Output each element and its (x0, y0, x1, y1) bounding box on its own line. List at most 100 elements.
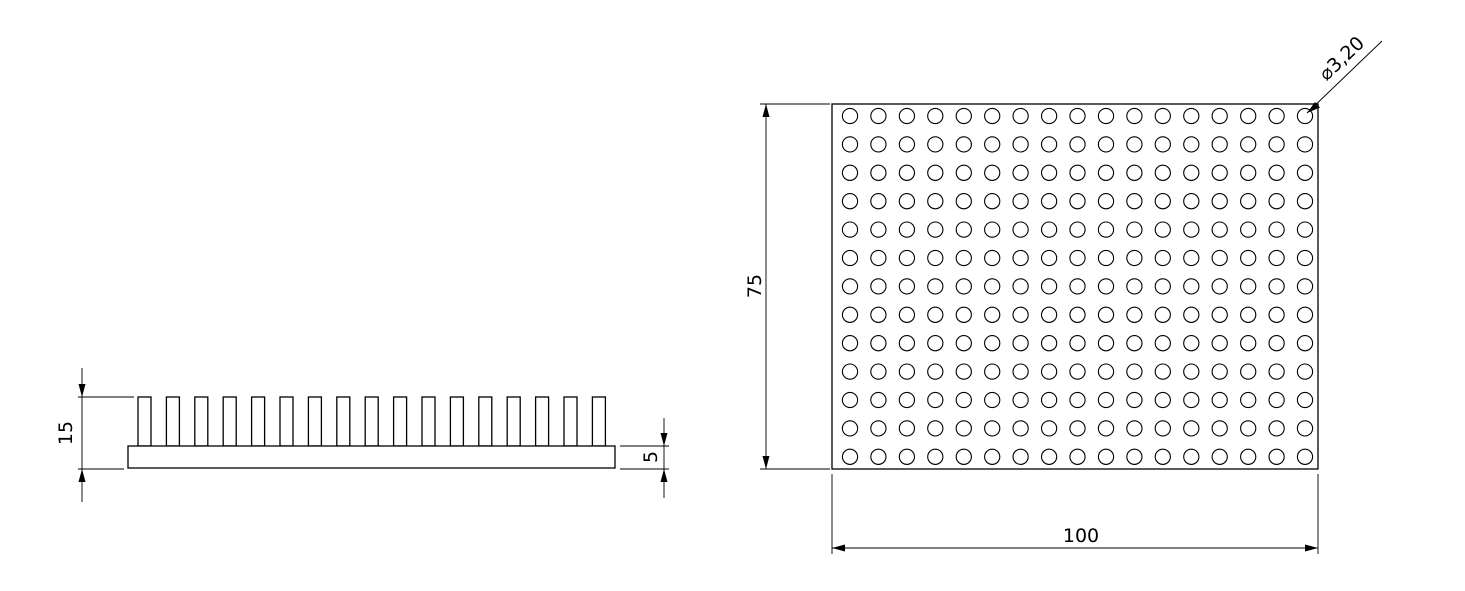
hole (870, 249, 887, 267)
hole (1040, 391, 1058, 409)
hole (841, 221, 859, 238)
hole (1296, 249, 1314, 267)
hole (1240, 164, 1257, 181)
hole (1296, 448, 1314, 465)
pin-fin (591, 396, 607, 447)
hole (1240, 193, 1257, 210)
hole (1069, 278, 1086, 295)
dimension-text-15: 15 (55, 421, 77, 445)
hole (870, 448, 887, 465)
hole (1040, 420, 1058, 437)
hole (984, 278, 1001, 295)
hole (1040, 363, 1058, 380)
hole (1097, 278, 1115, 295)
hole (1183, 335, 1200, 352)
hole (1126, 193, 1143, 210)
pin-fin (279, 396, 294, 447)
hole (1012, 420, 1029, 437)
hole (1069, 391, 1086, 409)
hole (984, 363, 1001, 380)
hole (955, 249, 972, 267)
hole (1069, 335, 1086, 352)
hole (1069, 193, 1086, 210)
hole (984, 335, 1001, 352)
hole (1154, 363, 1171, 380)
hole (1268, 164, 1285, 181)
hole (841, 391, 859, 409)
hole (1183, 363, 1200, 380)
hole (1097, 249, 1115, 267)
hole (1012, 221, 1029, 238)
hole (1154, 420, 1171, 437)
hole (1126, 107, 1143, 125)
hole (927, 363, 944, 380)
hole (898, 306, 916, 323)
hole (1183, 164, 1200, 181)
hole (1069, 420, 1086, 437)
hole (1126, 363, 1143, 380)
hole (841, 136, 859, 153)
hole (1268, 363, 1285, 380)
hole (1183, 278, 1200, 295)
hole (1183, 249, 1200, 267)
hole (1154, 249, 1171, 267)
hole (927, 249, 944, 267)
hole (1268, 278, 1285, 295)
hole (1296, 420, 1314, 437)
pin-fin (506, 396, 521, 447)
hole (1040, 107, 1058, 125)
pin-fins (137, 396, 607, 447)
hole (898, 249, 916, 267)
pin-fin (449, 396, 465, 447)
hole (870, 420, 887, 437)
hole (1069, 249, 1086, 267)
hole (1154, 306, 1171, 323)
hole (1097, 391, 1115, 409)
hole (1183, 448, 1200, 465)
hole (1240, 306, 1257, 323)
hole (955, 391, 972, 409)
pin-fin (165, 396, 181, 447)
pin-fin (478, 396, 493, 447)
pin-fin (307, 396, 323, 447)
hole (1126, 391, 1143, 409)
hole (1240, 249, 1257, 267)
hole (955, 420, 972, 437)
hole (1097, 420, 1115, 437)
hole (1268, 420, 1285, 437)
dimension-text-diameter: ⌀3,20 (1315, 32, 1369, 85)
hole (1097, 448, 1115, 465)
hole (1268, 107, 1285, 125)
hole (841, 164, 859, 181)
hole (898, 278, 916, 295)
hole (1012, 448, 1029, 465)
side-view: 15 5 (55, 368, 669, 502)
dimension-width: 100 (831, 474, 1319, 554)
hole (1296, 221, 1314, 238)
hole (1040, 306, 1058, 323)
hole (1296, 391, 1314, 409)
hole (984, 391, 1001, 409)
hole (1268, 391, 1285, 409)
hole (1097, 221, 1115, 238)
hole (1211, 335, 1228, 352)
pin-fin (534, 396, 550, 447)
hole (1296, 306, 1314, 323)
hole (1296, 278, 1314, 295)
hole (1097, 363, 1115, 380)
hole (1183, 420, 1200, 437)
hole (1069, 306, 1086, 323)
hole (1296, 193, 1314, 210)
hole (841, 448, 859, 465)
dimension-hole-diameter: ⌀3,20 (1306, 32, 1383, 114)
hole (1126, 278, 1143, 295)
hole (1040, 164, 1058, 181)
hole (898, 335, 916, 352)
hole (1126, 136, 1143, 153)
hole (1211, 391, 1228, 409)
hole (984, 448, 1001, 465)
hole (1240, 420, 1257, 437)
hole (841, 335, 859, 352)
hole-grid (841, 107, 1314, 465)
